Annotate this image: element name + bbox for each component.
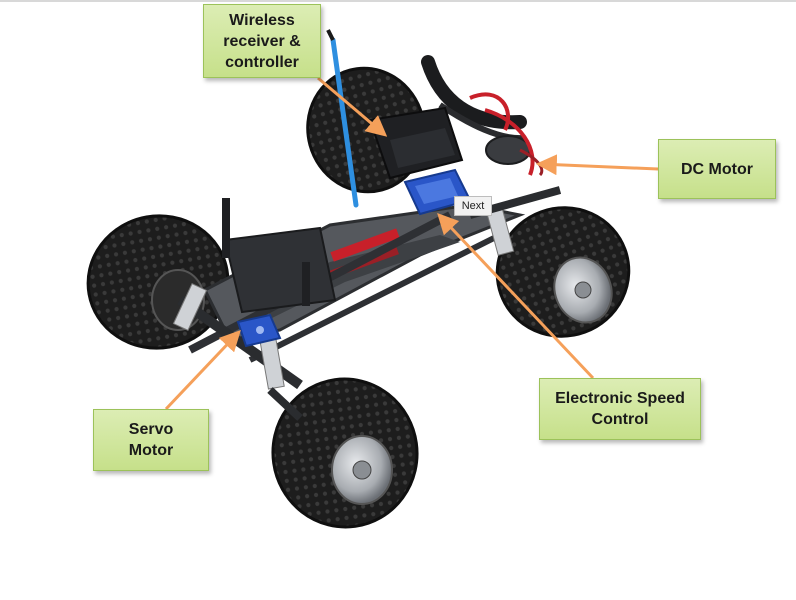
front-bulkhead (222, 198, 337, 314)
top-rule (0, 0, 796, 2)
electronic-speed-control-callout: Electronic Speed Control (539, 378, 701, 440)
receiver (368, 106, 464, 180)
dc-motor-callout: DC Motor (658, 139, 776, 199)
arrow-dc-motor (535, 154, 659, 176)
servo (236, 313, 282, 348)
antenna (326, 29, 359, 208)
arrow-esc (437, 212, 595, 380)
wheel-rear-right (495, 206, 631, 338)
wheel-front-right (271, 377, 419, 529)
arrow-wireless (317, 76, 388, 137)
callout-arrows (164, 76, 659, 411)
wireless-receiver-callout: Wireless receiver & controller (203, 4, 321, 78)
next-tag[interactable]: Next (454, 196, 492, 216)
servo-motor-callout: Servo Motor (93, 409, 209, 471)
dc-motor (469, 92, 544, 177)
arrow-servo (164, 329, 241, 411)
